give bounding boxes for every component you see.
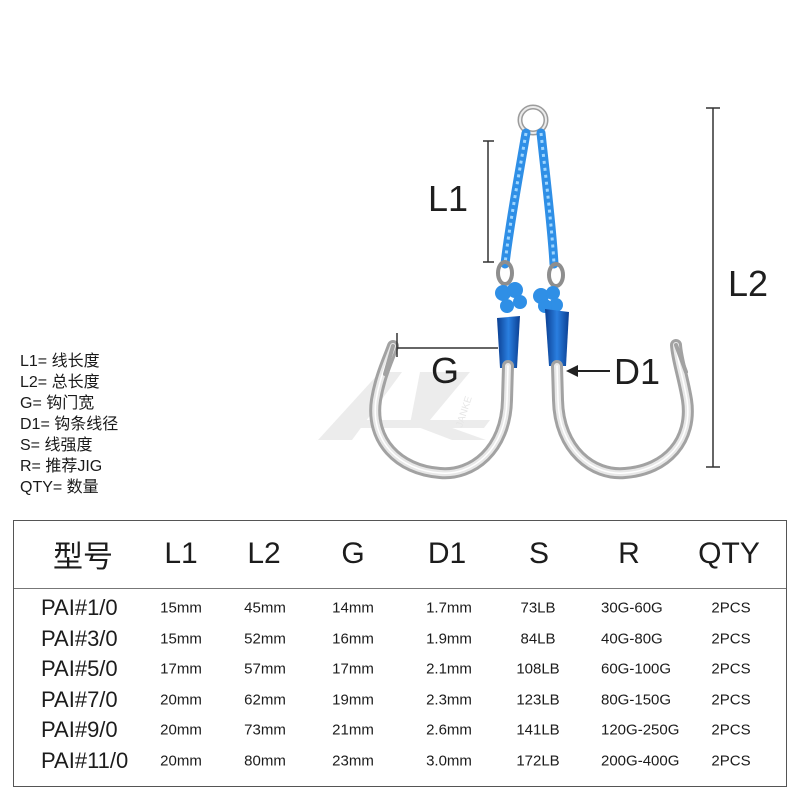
r-cell: 30G-60G (601, 599, 663, 617)
s-cell: 73LB (520, 599, 556, 617)
s-cell: 84LB (520, 630, 556, 648)
l2-cell: 80mm (244, 752, 286, 770)
model-cell: PAI#5/0 (41, 656, 118, 681)
legend-item: L1= 线长度 (20, 353, 100, 370)
g-cell: 17mm (332, 660, 374, 678)
header-model: 型号 (53, 541, 113, 574)
qty-cell: 2PCS (711, 752, 751, 770)
right-hook (551, 339, 694, 480)
s-cell: 108LB (516, 660, 560, 678)
header-r: R (618, 537, 640, 570)
d1-cell: 1.7mm (426, 599, 472, 617)
right-solid-ring (547, 262, 565, 288)
l2-cell: 62mm (244, 691, 286, 709)
model-cell: PAI#11/0 (41, 748, 129, 773)
d1-label: D1 (614, 351, 660, 392)
model-cell: PAI#1/0 (41, 595, 118, 620)
g-dimension (396, 333, 498, 357)
header-qty: QTY (698, 537, 760, 570)
model-cell: PAI#9/0 (41, 717, 118, 742)
legend-item: L2= 总长度 (20, 374, 100, 391)
header-g: G (341, 537, 365, 570)
s-cell: 123LB (516, 691, 560, 709)
r-cell: 200G-400G (601, 752, 680, 770)
hook-diagram: JANKE L1 (318, 104, 768, 480)
model-cell: PAI#7/0 (41, 687, 118, 712)
legend: L1= 线长度 L2= 总长度 G= 钩门宽 D1= 钩条线径 S= 线强度 R… (20, 351, 118, 498)
l1-dimension (483, 140, 494, 263)
d1-cell: 3.0mm (426, 752, 472, 770)
legend-item: S= 线强度 (20, 437, 93, 454)
right-shrink-tube (545, 309, 569, 366)
model-cell: PAI#3/0 (41, 626, 118, 651)
l2-cell: 57mm (244, 660, 286, 678)
qty-cell: 2PCS (711, 721, 751, 739)
split-ring-shine (519, 106, 547, 134)
l1-cell: 15mm (160, 630, 202, 648)
r-cell: 60G-100G (601, 660, 672, 678)
header-s: S (528, 537, 550, 570)
header-l2: L2 (247, 537, 281, 570)
l2-dimension (706, 107, 720, 468)
right-knot (533, 286, 563, 313)
r-cell: 80G-150G (601, 691, 672, 709)
qty-cell: 2PCS (711, 660, 751, 678)
g-cell: 14mm (332, 599, 374, 617)
g-cell: 23mm (332, 752, 374, 770)
l2-cell: 73mm (244, 721, 286, 739)
l1-cell: 20mm (160, 721, 202, 739)
left-solid-ring (496, 260, 514, 286)
header-l1: L1 (164, 537, 198, 570)
qty-cell: 2PCS (711, 630, 751, 648)
braided-assist-line (500, 128, 559, 269)
l1-cell: 20mm (160, 752, 202, 770)
l1-cell: 17mm (160, 660, 202, 678)
qty-cell: 2PCS (711, 599, 751, 617)
s-cell: 172LB (516, 752, 560, 770)
spec-table: 型号 L1 L2 G D1 S R QTY PAI#1/0 15mm 45mm … (13, 520, 787, 787)
d1-arrow (566, 365, 610, 377)
table-header-row: 型号 L1 L2 G D1 S R QTY (14, 521, 786, 589)
r-cell: 120G-250G (601, 721, 680, 739)
s-cell: 141LB (516, 721, 560, 739)
g-cell: 21mm (332, 721, 374, 739)
qty-cell: 2PCS (711, 691, 751, 709)
left-hook (369, 340, 514, 480)
d1-cell: 2.6mm (426, 721, 472, 739)
l1-cell: 15mm (160, 599, 202, 617)
header-d1: D1 (427, 537, 467, 570)
l2-cell: 52mm (244, 630, 286, 648)
g-label: G (431, 350, 459, 391)
r-cell: 40G-80G (601, 630, 663, 648)
watermark-logo: JANKE (318, 372, 490, 440)
l2-label: L2 (728, 263, 768, 304)
legend-item: QTY= 数量 (20, 479, 99, 496)
left-knot (495, 282, 527, 313)
legend-item: D1= 钩条线径 (20, 416, 119, 433)
d1-cell: 2.3mm (426, 691, 472, 709)
left-shrink-tube (497, 316, 520, 368)
l1-label: L1 (428, 178, 468, 219)
g-cell: 19mm (332, 691, 374, 709)
l2-cell: 45mm (244, 599, 286, 617)
g-cell: 16mm (332, 630, 374, 648)
d1-cell: 1.9mm (426, 630, 472, 648)
l1-cell: 20mm (160, 691, 202, 709)
legend-item: G= 钩门宽 (20, 395, 95, 412)
d1-cell: 2.1mm (426, 660, 472, 678)
legend-item: R= 推荐JIG (20, 458, 103, 475)
